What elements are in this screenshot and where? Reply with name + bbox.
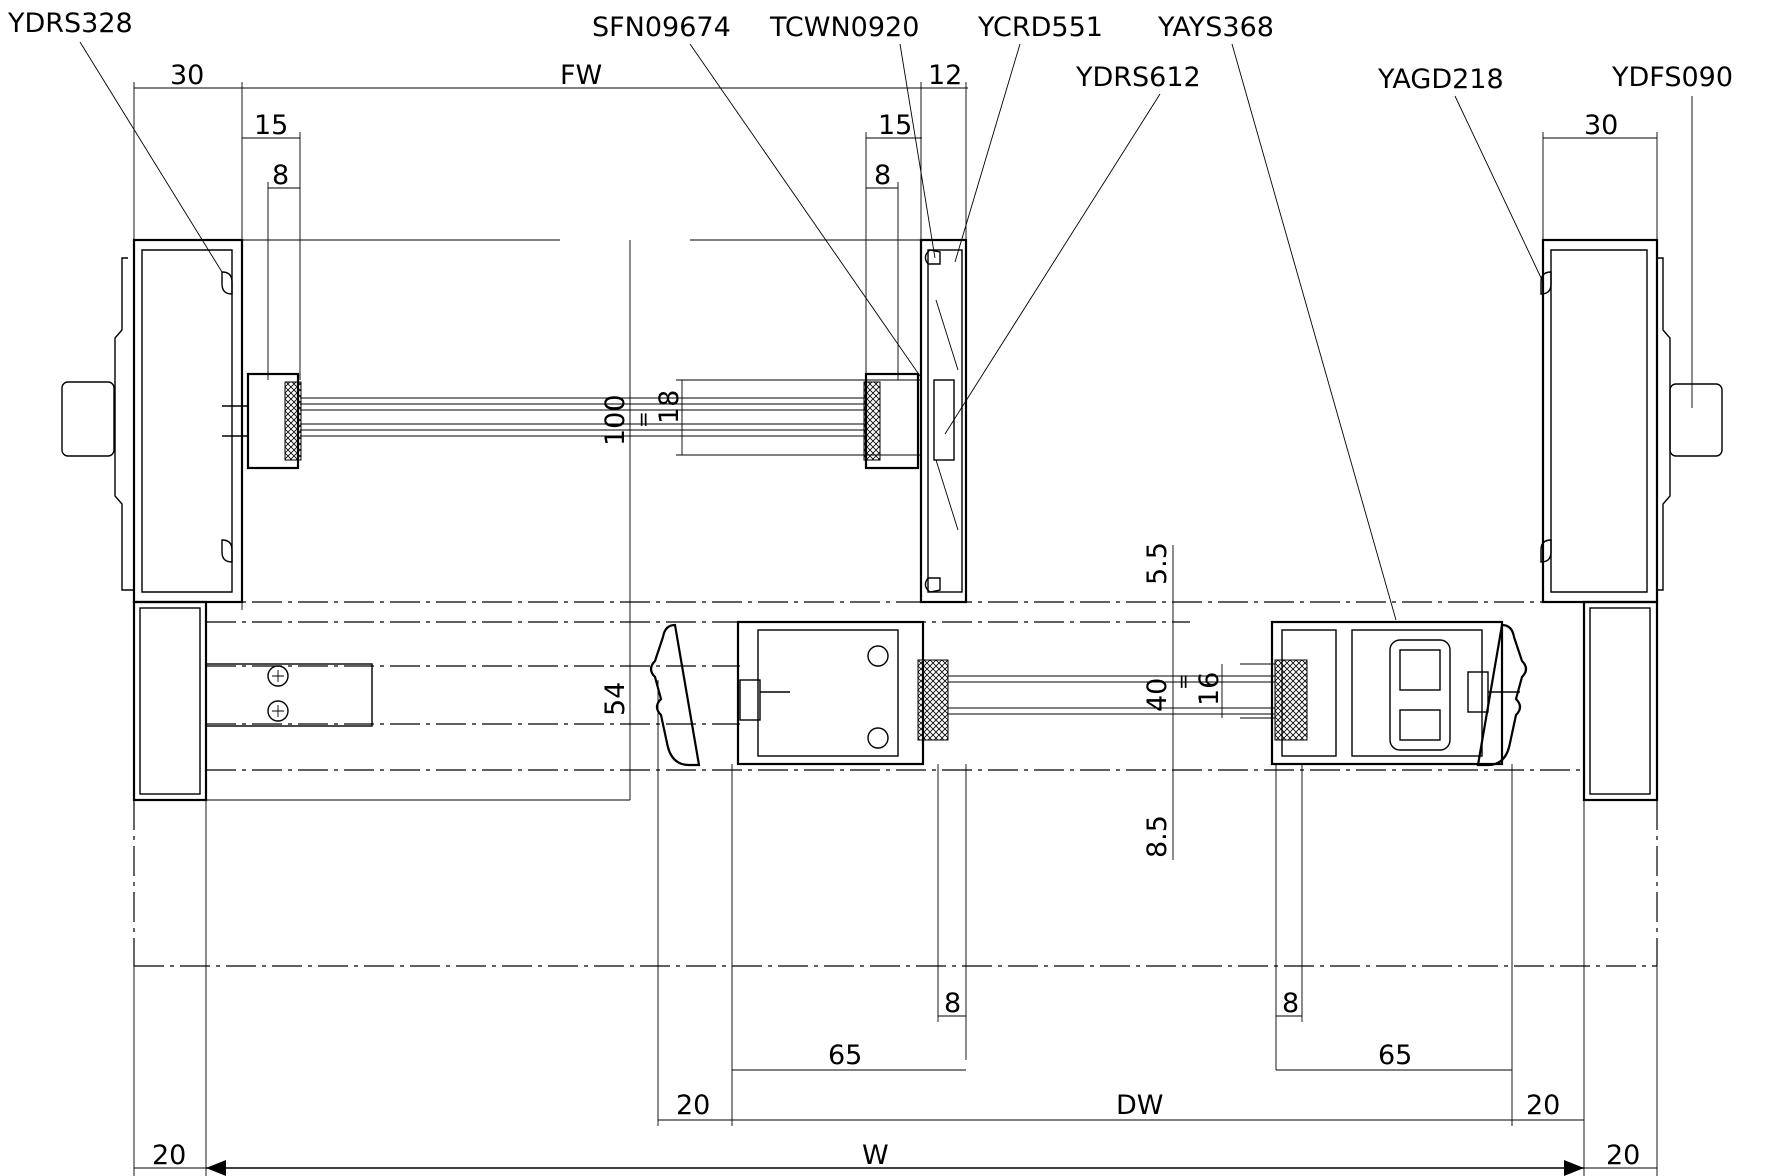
- part-label-yays368: YAYS368: [1157, 12, 1274, 43]
- part-label-ydrs328: YDRS328: [7, 8, 133, 39]
- fixed-sash: [222, 372, 920, 470]
- dim-v-8-5: 8.5: [1142, 815, 1173, 858]
- left-jamb-upper: [61, 238, 244, 604]
- left-sliding-sash: [649, 620, 949, 767]
- dim-v-eq-upper: =: [631, 411, 655, 428]
- reference-lines: [133, 601, 1658, 967]
- right-sliding-sash: [1270, 620, 1528, 767]
- dim-bottom-w: W: [862, 1140, 889, 1171]
- part-labels: YDRS328 SFN09674 TCWN0920 YCRD551 YAYS36…: [7, 8, 1733, 621]
- part-label-ydrs612: YDRS612: [1075, 62, 1201, 93]
- left-jamb-lower: [132, 600, 373, 802]
- leader-ydrs612: [944, 93, 1161, 435]
- dim-bottom-20-right: 20: [1606, 1140, 1640, 1171]
- part-label-sfn09674: SFN09674: [592, 12, 731, 43]
- dim-v-18: 18: [654, 390, 685, 424]
- dim-v-100: 100: [600, 394, 631, 446]
- dim-bottom-8-right: 8: [1282, 988, 1299, 1019]
- center-mullion: [919, 238, 968, 604]
- dim-bottom-20-left: 20: [152, 1140, 186, 1171]
- dim-right-30: 30: [1584, 110, 1618, 141]
- dim-top-fw: FW: [560, 60, 602, 91]
- part-label-ydfs090: YDFS090: [1611, 62, 1733, 93]
- leader-ycrd551: [954, 43, 1021, 263]
- dim-v-16: 16: [1194, 672, 1225, 706]
- leader-yagd218: [1454, 95, 1544, 283]
- dim-bottom-20-right-inner: 20: [1526, 1090, 1560, 1121]
- dim-right-15: 15: [878, 110, 912, 141]
- leader-yays368: [1231, 43, 1397, 621]
- bottom-dimensions: 8 8 65 65 20 DW 20 20 W 20: [133, 680, 1658, 1176]
- dim-bottom-20-left-inner: 20: [676, 1090, 710, 1121]
- part-label-yagd218: YAGD218: [1377, 64, 1504, 95]
- dim-top-30-left: 30: [170, 60, 204, 91]
- dim-bottom-dw: DW: [1116, 1090, 1164, 1121]
- part-label-tcwn0920: TCWN0920: [769, 12, 919, 43]
- dim-v-40: 40: [1142, 678, 1173, 712]
- top-dimensions: 30 FW 12 15 8 15 8 30: [133, 60, 1658, 610]
- part-label-ycrd551: YCRD551: [977, 12, 1103, 43]
- leader-ydrs328: [79, 41, 223, 273]
- dim-v-5-5: 5.5: [1142, 542, 1173, 585]
- dim-top-12: 12: [928, 60, 962, 91]
- leader-sfn09674: [689, 43, 921, 377]
- vertical-dimensions: 100 = 18 54 5.5 40 = 16 8.5: [134, 239, 1225, 860]
- leader-tcwn0920: [899, 43, 936, 259]
- dim-bottom-8-left: 8: [944, 988, 961, 1019]
- dim-bottom-65-left: 65: [828, 1040, 862, 1071]
- dim-v-54: 54: [600, 682, 631, 716]
- dim-bottom-65-right: 65: [1378, 1040, 1412, 1071]
- sliding-glass: [948, 663, 1275, 719]
- right-jamb: [1540, 238, 1723, 802]
- dim-right-8: 8: [874, 160, 891, 191]
- dim-left-15: 15: [254, 110, 288, 141]
- dim-left-8: 8: [272, 160, 289, 191]
